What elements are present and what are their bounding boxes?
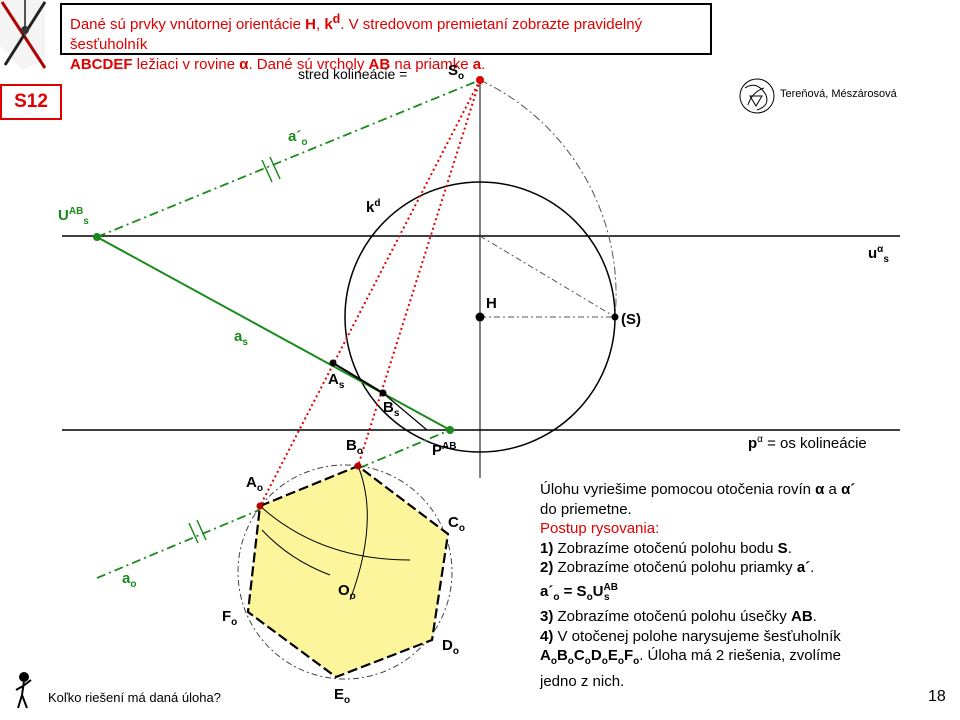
- label-Bs: Bs: [383, 399, 400, 419]
- rotation-arc-S: [479, 79, 617, 318]
- credits: Tereňová, Mészárosová: [780, 88, 897, 100]
- task-statement: Dané sú prvky vnútornej orientácie H, kd…: [60, 3, 712, 73]
- label-stred-kolineacie: stred kolineácie =: [298, 66, 408, 82]
- solution-steps: Úlohu vyriešime pomocou otočenia rovín α…: [540, 480, 950, 691]
- point-So: [476, 76, 484, 84]
- hexagon-name: AoBoCoDoEoFo: [540, 647, 640, 667]
- task-alpha: α: [239, 56, 249, 73]
- task-text: Dané sú prvky vnútornej orientácie: [70, 16, 306, 33]
- slide-badge: S12: [0, 84, 62, 120]
- thinking-figure-icon: [15, 672, 32, 709]
- task-k-sup: d: [332, 12, 341, 26]
- task-text: na priamke: [390, 56, 473, 73]
- point-As: [329, 359, 337, 367]
- label-a-prime-o: a´o: [288, 128, 308, 148]
- point-Bo: [354, 462, 362, 470]
- point-H: [475, 312, 485, 322]
- solution-intro: Úlohu vyriešime pomocou otočenia rovín α…: [540, 481, 856, 498]
- label-P: PAB: [432, 441, 457, 459]
- hexagon-circumcircle: [237, 464, 453, 680]
- label-H: H: [486, 295, 497, 312]
- credits-logo-icon: [739, 78, 775, 114]
- label-Co: Co: [448, 514, 465, 534]
- label-p-axis: pα = os kolineácie: [748, 434, 867, 452]
- task-k: k: [324, 16, 333, 33]
- label-So: So: [448, 62, 465, 82]
- parallel-tick: [261, 159, 273, 183]
- construction-arc-3: [261, 529, 331, 576]
- point-P: [446, 426, 454, 434]
- step-4-hexagon: AoBoCoDoEoFo. Úloha má 2 riešenia, zvolí…: [540, 647, 841, 667]
- label-k-d: kd: [366, 198, 381, 216]
- step-1: 1) Zobrazíme otočenú polohu bodu S.: [540, 539, 792, 557]
- line-a-s: [96, 236, 451, 431]
- step-4: 4) V otočenej polohe narysujeme šesťuhol…: [540, 627, 841, 645]
- point-S-paren: [611, 313, 619, 321]
- task-a: a: [472, 56, 482, 73]
- point-U: [93, 233, 101, 241]
- helper-line-diag: [479, 235, 616, 318]
- line-a-prime-o: [96, 79, 481, 238]
- hexagon-AoBoCoDoEoFo: [246, 464, 450, 679]
- label-a-o: ao: [122, 570, 137, 590]
- construction-arc-1: [259, 505, 411, 561]
- task-text: . V stredovom premietaní zobrazte pravid…: [70, 16, 643, 53]
- solution-intro-2: do priemetne.: [540, 500, 632, 518]
- segment-As-Bs: [332, 362, 384, 394]
- task-text: . Dané sú vrcholy: [248, 56, 369, 73]
- step-2: 2) Zobrazíme otočenú polohu priamky a´.: [540, 559, 815, 576]
- label-a-s: as: [234, 328, 248, 348]
- segment-Bs-P: [382, 392, 428, 431]
- task-abcdef: ABCDEF: [70, 56, 133, 73]
- point-Ao: [256, 502, 264, 510]
- label-u-s: uαs: [868, 244, 889, 265]
- label-Fo: Fo: [222, 608, 238, 628]
- ray-So-Bo: [357, 79, 481, 467]
- task-h: H: [305, 16, 316, 33]
- parallel-tick: [196, 519, 207, 541]
- parallel-tick: [269, 156, 281, 180]
- step-4-last: jedno z nich.: [540, 672, 625, 690]
- task-ab: AB: [368, 56, 391, 73]
- page-number: 18: [928, 688, 946, 705]
- step-3: 3) Zobrazíme otočenú polohu úsečky AB.: [540, 608, 817, 625]
- compass-logo-icon: [0, 0, 47, 70]
- task-text: .: [481, 56, 486, 73]
- label-Oo: Oo: [338, 582, 356, 602]
- solution-heading: Postup rysovania:: [540, 520, 660, 537]
- label-Bo: Bo: [346, 437, 363, 457]
- label-U: UABs: [58, 206, 89, 227]
- task-text: ležiaci v rovine: [132, 56, 240, 73]
- point-Bs: [379, 389, 387, 397]
- step-2-equation: a´o = SoUABs: [540, 581, 618, 603]
- parallel-tick: [188, 522, 199, 544]
- label-Ao: Ao: [246, 474, 263, 494]
- task-text: ,: [315, 16, 325, 33]
- label-Eo: Eo: [334, 686, 351, 706]
- label-Do: Do: [442, 637, 459, 657]
- label-S-paren: (S): [621, 311, 641, 328]
- label-As: As: [328, 371, 345, 391]
- construction-arc-2: [349, 465, 368, 601]
- footer-question: Koľko riešení má daná úloha?: [48, 690, 221, 705]
